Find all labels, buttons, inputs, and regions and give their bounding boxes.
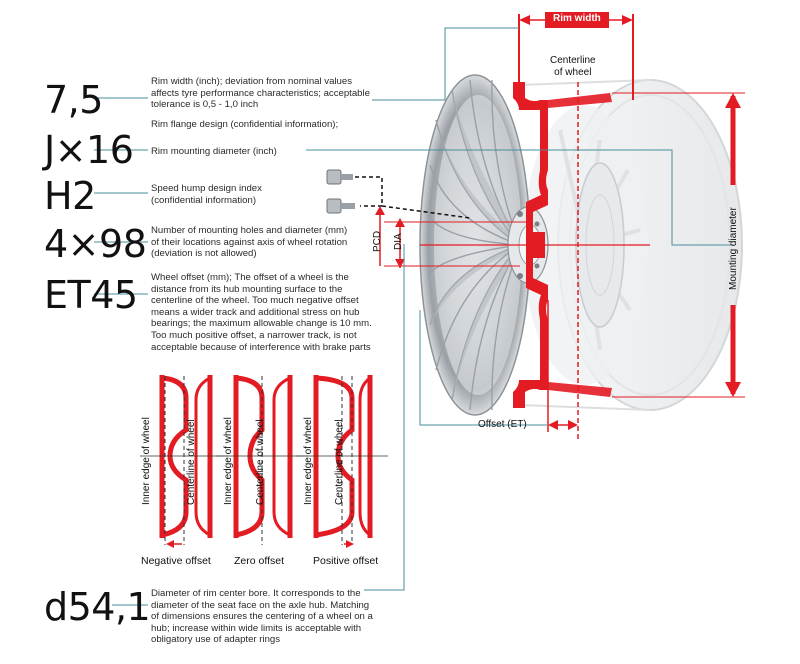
desc-offset: Wheel offset (mm); The offset of a wheel… xyxy=(151,272,372,353)
rim-width-dimension xyxy=(518,12,634,100)
desc-rim-width: Rim width (inch); deviation from nominal… xyxy=(151,76,370,111)
offset-diagrams xyxy=(140,375,388,548)
code-rim-width: 7,5 xyxy=(44,78,103,122)
rim-width-label: Rim width xyxy=(553,13,601,24)
wheel-face xyxy=(419,74,625,416)
code-hump: H2 xyxy=(44,174,96,218)
negative-inner-label: Inner edge of wheel xyxy=(141,417,152,505)
desc-bolt-pattern: Number of mounting holes and diameter (m… xyxy=(151,225,348,260)
zero-center-label: Centerline of wheel xyxy=(255,419,266,505)
positive-inner-label: Inner edge of wheel xyxy=(303,417,314,505)
offset-dimension xyxy=(547,300,578,432)
mounting-diameter-label: Mounting diameter xyxy=(728,207,739,290)
pcd-dia-dimension xyxy=(375,206,530,268)
lug-bolts xyxy=(326,169,471,219)
caption-positive-offset: Positive offset xyxy=(313,555,379,567)
mounting-diameter-dimension xyxy=(612,92,745,398)
desc-hump: Speed hump design index (confidential in… xyxy=(151,183,262,206)
dia-label: DIA xyxy=(393,233,404,250)
caption-zero-offset: Zero offset xyxy=(234,555,284,567)
negative-offset-diagram xyxy=(140,375,228,548)
leader-lines xyxy=(94,27,733,606)
caption-negative-offset: Negative offset xyxy=(141,555,211,567)
code-bolt-pattern: 4×98 xyxy=(44,222,147,266)
offset-label: Offset (ET) xyxy=(478,419,527,430)
zero-offset-diagram xyxy=(216,375,308,545)
zero-inner-label: Inner edge of wheel xyxy=(223,417,234,505)
positive-offset-diagram xyxy=(296,375,388,548)
pcd-label: PCD xyxy=(372,230,383,252)
code-offset: ET45 xyxy=(44,273,138,317)
centerline-label: Centerline of wheel xyxy=(550,55,596,78)
negative-center-label: Centerline of wheel xyxy=(186,419,197,505)
desc-center-bore: Diameter of rim center bore. It correspo… xyxy=(151,588,373,646)
code-mounting-diameter: J×16 xyxy=(44,128,134,172)
desc-rim-flange: Rim flange design (confidential informat… xyxy=(151,119,339,130)
code-center-bore: d54,1 xyxy=(44,585,151,629)
positive-center-label: Centerline of wheel xyxy=(334,419,345,505)
desc-mounting-diameter: Rim mounting diameter (inch) xyxy=(151,146,277,157)
